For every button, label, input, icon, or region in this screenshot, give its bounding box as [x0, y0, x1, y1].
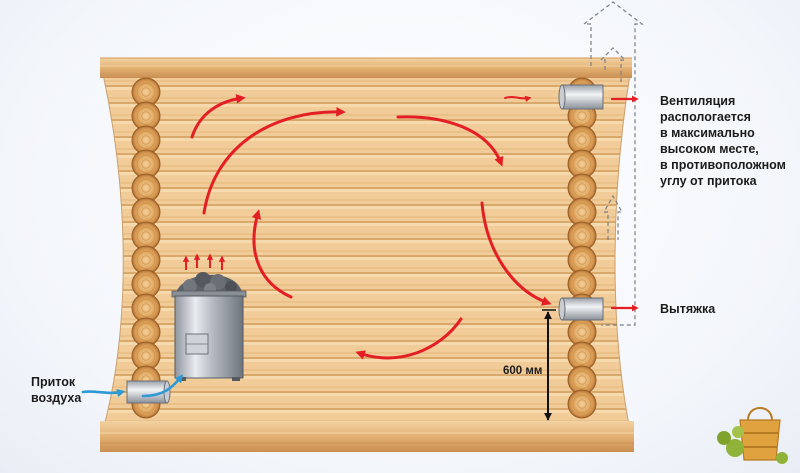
- log-ring: [572, 178, 592, 198]
- heat-arrows: [182, 253, 226, 270]
- log-ring: [577, 207, 587, 217]
- height-dimension-line: [542, 309, 556, 421]
- height-dimension-label: 600 мм: [503, 365, 543, 377]
- ventilation-note: Вентиляция распологается в максимально высо…: [660, 93, 800, 189]
- ventilation-note-line-3: в максимально: [660, 126, 755, 140]
- log-ring: [141, 87, 151, 97]
- log-ring: [136, 202, 156, 222]
- log-ring: [572, 154, 592, 174]
- log-ring: [141, 327, 151, 337]
- log-ring: [572, 370, 592, 390]
- log-ring: [577, 327, 587, 337]
- air-intake-label: Приток воздуха: [31, 374, 126, 406]
- upper-vent-pipe: [558, 84, 604, 110]
- floor-beam: [100, 421, 634, 452]
- ventilation-note-line-6: углу от притока: [660, 174, 757, 188]
- log-ring: [141, 135, 151, 145]
- log-ring: [577, 351, 587, 361]
- log-ring: [136, 82, 156, 102]
- exhaust-label: Вытяжка: [660, 302, 716, 316]
- log-ring: [572, 130, 592, 150]
- intake-arrows: [81, 374, 184, 398]
- log-ring: [572, 226, 592, 246]
- log-ring: [577, 375, 587, 385]
- ventilation-note-line-4: высоком месте,: [660, 142, 759, 156]
- ventilation-note-line-2: распологается: [660, 110, 751, 124]
- log-ring: [136, 250, 156, 270]
- log-ring: [141, 231, 151, 241]
- intake-pipe: [126, 380, 171, 404]
- log-ring: [572, 346, 592, 366]
- log-ring: [141, 303, 151, 313]
- log-ring: [577, 135, 587, 145]
- log-ring: [577, 111, 587, 121]
- log-ring: [141, 279, 151, 289]
- log-ring: [141, 183, 151, 193]
- log-ring: [572, 394, 592, 414]
- stove-icon: [171, 272, 247, 381]
- log-ring: [577, 183, 587, 193]
- log-ring: [136, 346, 156, 366]
- log-ring: [136, 322, 156, 342]
- log-ring: [577, 231, 587, 241]
- log-ring: [572, 274, 592, 294]
- log-ring: [136, 226, 156, 246]
- ventilation-note-line-1: Вентиляция: [660, 94, 736, 108]
- log-ring: [141, 207, 151, 217]
- log-ring: [141, 351, 151, 361]
- log-ring: [136, 178, 156, 198]
- log-ring: [136, 274, 156, 294]
- log-ring: [141, 255, 151, 265]
- logo-icon: [717, 407, 788, 464]
- air-intake-label-line-1: Приток: [31, 375, 76, 389]
- airflow-arrow-icon: [190, 94, 639, 360]
- log-ring: [141, 111, 151, 121]
- log-ring: [136, 154, 156, 174]
- log-ring: [136, 298, 156, 318]
- log-ring: [136, 106, 156, 126]
- ventilation-note-line-5: в противоположном: [660, 158, 786, 172]
- air-intake-label-line-2: воздуха: [31, 391, 82, 405]
- log-ring: [572, 202, 592, 222]
- log-end: [567, 389, 597, 419]
- log-ring: [577, 159, 587, 169]
- log-ring: [136, 130, 156, 150]
- lower-vent-pipe: [558, 297, 604, 321]
- log-ring: [141, 159, 151, 169]
- log-ring: [577, 255, 587, 265]
- log-ring: [577, 279, 587, 289]
- log-ring: [572, 250, 592, 270]
- ventilation-duct: [582, 1, 644, 326]
- log-ring: [577, 399, 587, 409]
- log-ring: [572, 322, 592, 342]
- top-beam: [100, 57, 632, 78]
